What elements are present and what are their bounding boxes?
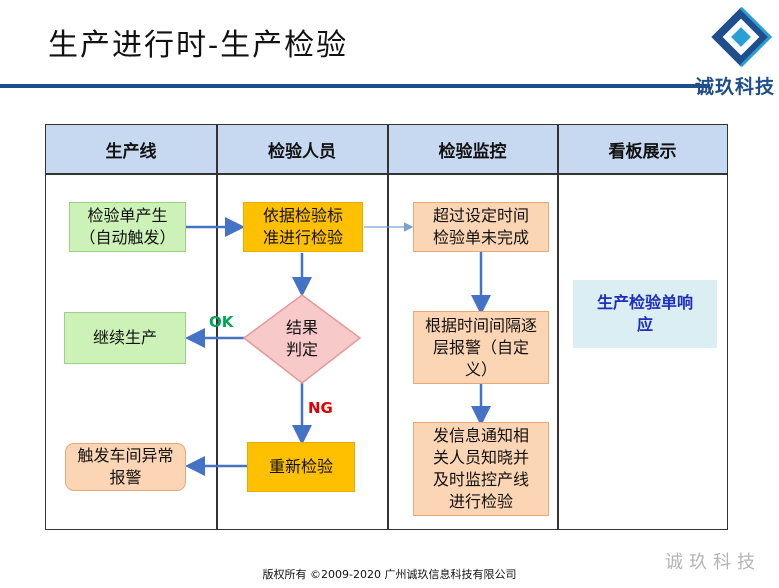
node-trigger-workshop-alarm: 触发车间异常报警 <box>65 443 186 491</box>
title-divider <box>0 84 710 88</box>
node-notify-personnel: 发信息通知相关人员知晓并及时监控产线进行检验 <box>413 422 549 516</box>
result-decision-diamond <box>242 294 362 384</box>
label-ok: OK <box>209 313 234 331</box>
page-title: 生产进行时-生产检验 <box>48 28 349 63</box>
node-overtime-incomplete: 超过设定时间检验单未完成 <box>413 202 549 252</box>
node-result-judgement: 结果判定 <box>285 318 318 359</box>
copyright-footer: 版权所有 ©2009-2020 广州诚玖信息科技有限公司 <box>262 568 517 581</box>
label-ng: NG <box>308 399 333 417</box>
lane-divider <box>387 125 389 529</box>
node-inspect-by-standard: 依据检验标准进行检验 <box>243 202 363 252</box>
swimlane-frame <box>45 124 728 530</box>
header-divider <box>46 173 727 175</box>
node-inspection-response: 生产检验单响应 <box>573 280 717 348</box>
lane-header-kanban: 看板展示 <box>558 125 727 173</box>
lane-header-production-line: 生产线 <box>46 125 216 173</box>
company-logo-text: 诚玖科技 <box>694 76 775 98</box>
lane-header-inspector: 检验人员 <box>217 125 387 173</box>
node-continue-production: 继续生产 <box>64 312 186 364</box>
lane-divider <box>557 125 559 529</box>
node-inspection-sheet-generated: 检验单产生（自动触发） <box>69 202 186 252</box>
node-reinspect: 重新检验 <box>247 442 355 492</box>
watermark: 诚玖科技 <box>665 552 761 573</box>
lane-header-inspection-monitor: 检验监控 <box>388 125 557 173</box>
node-escalating-alarm: 根据时间间隔逐层报警（自定义） <box>413 311 549 384</box>
company-logo-icon <box>711 6 773 68</box>
lane-divider <box>216 125 218 529</box>
